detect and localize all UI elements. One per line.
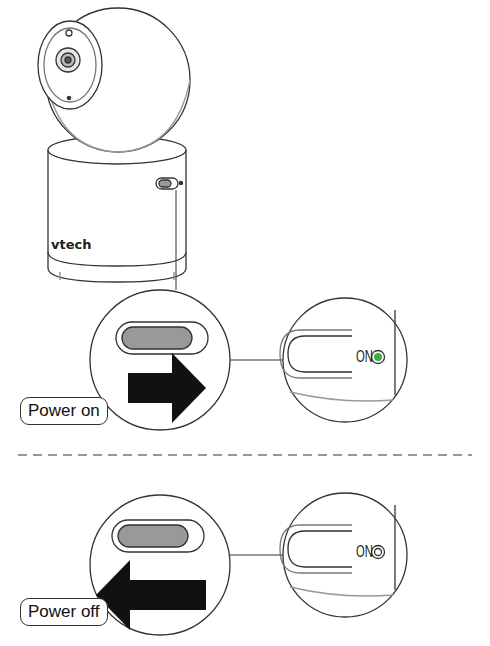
switch-marking: ON [356,349,373,365]
label-text: Power on [28,401,100,421]
label-box: Power off [20,598,108,626]
label-text: Power off [28,602,100,622]
label-box: Power on [20,397,108,425]
brand-logo: vtech [51,238,91,251]
switch-marking: ON [356,544,373,560]
